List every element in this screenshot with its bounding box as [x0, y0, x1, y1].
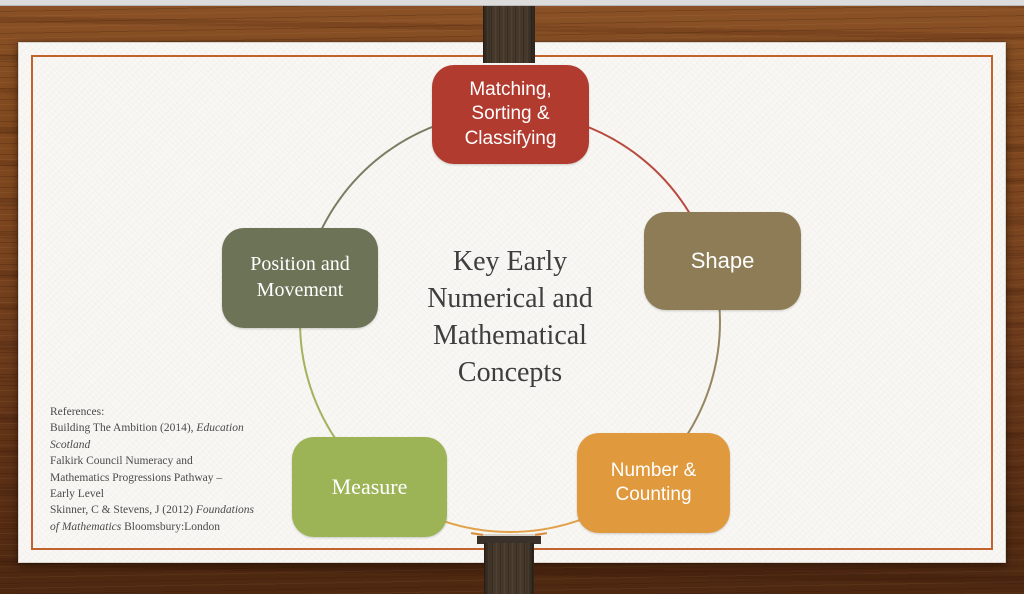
node-matching-sorting-classifying: Matching, Sorting & Classifying	[432, 65, 589, 164]
node-label: Measure	[331, 473, 408, 499]
references-line: Skinner, C & Stevens, J (2012) Foundatio…	[50, 504, 254, 517]
title-line: Concepts	[457, 357, 563, 388]
node-label: Matching, Sorting & Classifying	[464, 79, 557, 149]
node-shape: Shape	[644, 212, 801, 310]
wood-post-top	[483, 5, 535, 63]
slide-title: Key Early Numerical and Mathematical Con…	[375, 243, 645, 391]
node-number-counting: Number & Counting	[577, 433, 730, 533]
node-label: Shape	[690, 247, 755, 273]
screen-top-edge	[0, 0, 1024, 6]
references-line: Scotland	[50, 438, 91, 451]
title-line: Key Early	[452, 246, 568, 277]
wood-post-bottom	[484, 543, 534, 594]
references-line: References:	[50, 406, 105, 418]
references-line: Building The Ambition (2014), Education	[50, 422, 244, 435]
title-line: Numerical and	[427, 283, 593, 314]
node-position-movement: Position and Movement	[222, 228, 378, 328]
references-block: References: Building The Ambition (2014)…	[50, 404, 285, 535]
node-label: Number & Counting	[610, 459, 697, 505]
references-line: Falkirk Council Numeracy and	[50, 455, 193, 468]
references-line: of Mathematics Bloomsbury:London	[50, 520, 220, 533]
title-line: Mathematical	[433, 320, 587, 351]
node-label: Position and Movement	[250, 253, 350, 301]
references-line: Early Level	[50, 488, 104, 501]
node-measure: Measure	[292, 437, 447, 537]
references-line: Mathematics Progressions Pathway –	[50, 471, 223, 484]
wood-post-bottom-cap	[477, 534, 541, 544]
